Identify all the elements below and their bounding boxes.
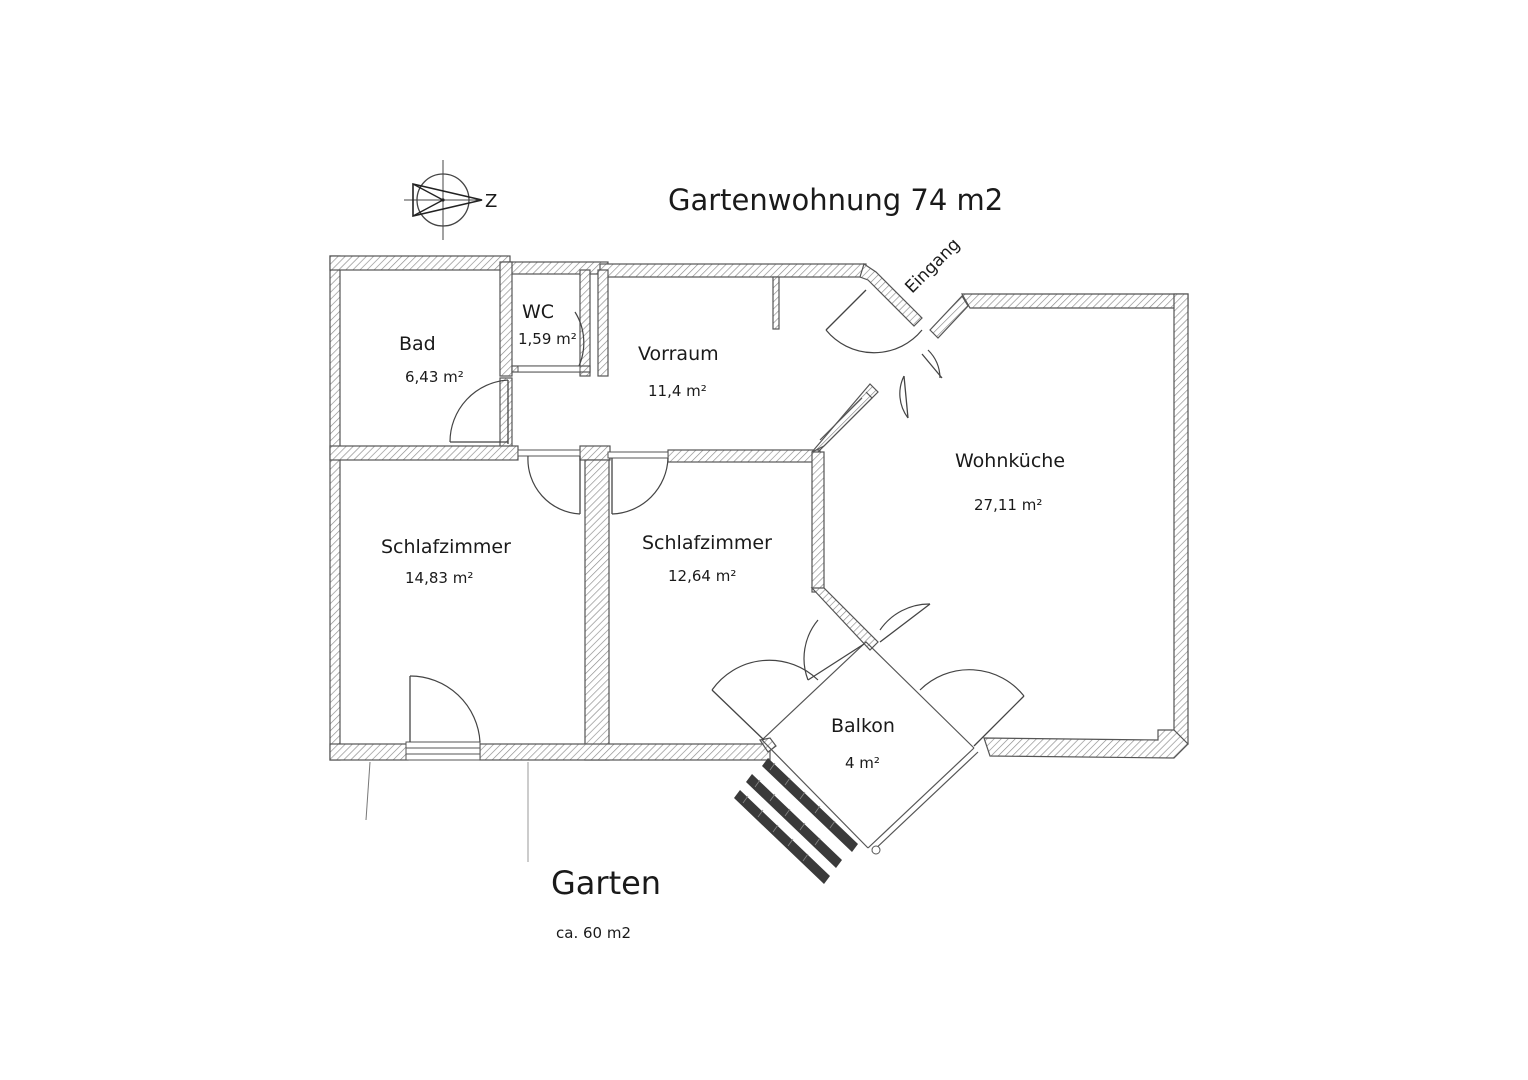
balcony-outline: [761, 641, 979, 855]
room-name-balkon: Balkon: [831, 715, 895, 737]
room-area-schlafzimmer2: 12,64 m²: [668, 567, 736, 585]
doors: [405, 289, 1025, 761]
room-area-bad: 6,43 m²: [405, 368, 464, 386]
room-name-bad: Bad: [399, 333, 436, 355]
room-name-vorraum: Vorraum: [638, 343, 719, 365]
compass-label: Z: [485, 191, 497, 212]
room-name-schlafzimmer1: Schlafzimmer: [381, 536, 511, 558]
room-name-schlafzimmer2: Schlafzimmer: [642, 532, 772, 554]
room-area-balkon: 4 m²: [845, 754, 880, 772]
plan-title: Gartenwohnung 74 m2: [668, 183, 1003, 217]
room-area-schlafzimmer1: 14,83 m²: [405, 569, 473, 587]
garden-lines: [365, 761, 529, 862]
stairs: [734, 758, 858, 884]
room-name-wc: WC: [522, 301, 554, 323]
room-area-vorraum: 11,4 m²: [648, 382, 707, 400]
walls: [329, 255, 1189, 761]
entrance-label: Eingang: [901, 235, 964, 298]
room-name-wohnkueche: Wohnküche: [955, 450, 1065, 472]
room-area-wc: 1,59 m²: [518, 330, 577, 348]
garden-area: ca. 60 m2: [556, 924, 631, 942]
compass-icon: [404, 160, 483, 240]
garden-name: Garten: [551, 864, 661, 902]
room-area-wohnkueche: 27,11 m²: [974, 496, 1042, 514]
